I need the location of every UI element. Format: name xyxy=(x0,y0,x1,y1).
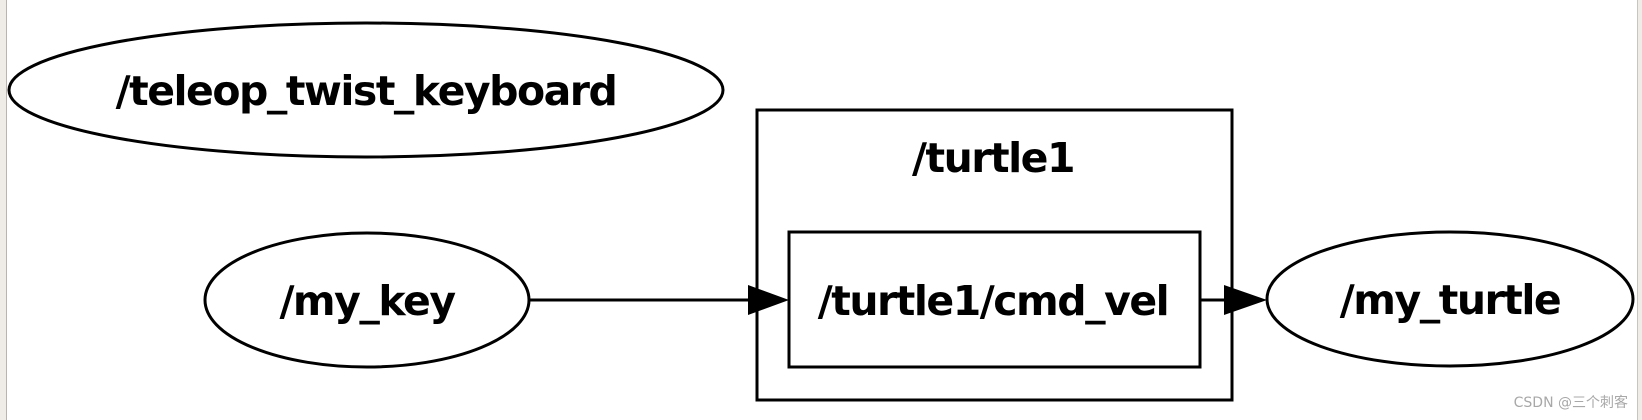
node-label-teleop: /teleop_twist_keyboard xyxy=(116,67,617,115)
arrowhead-icon xyxy=(1224,285,1267,315)
edge-cmd-vel-to-my-turtle xyxy=(1200,285,1267,315)
node-label-cmd-vel: /turtle1/cmd_vel xyxy=(818,277,1168,325)
node-my-turtle[interactable]: /my_turtle xyxy=(1265,230,1635,368)
watermark: CSDN @三个刺客 xyxy=(1513,395,1628,411)
arrowhead-icon xyxy=(748,285,789,315)
edge-my-key-to-cmd-vel xyxy=(529,285,789,315)
cluster-turtle1[interactable]: /turtle1 xyxy=(755,108,1234,402)
left-window-border xyxy=(0,0,7,420)
node-label-my-key: /my_key xyxy=(279,277,455,325)
node-my-key[interactable]: /my_key xyxy=(203,231,531,369)
right-window-border xyxy=(1637,0,1642,420)
node-ellipse xyxy=(7,21,725,159)
node-teleop-twist-keyboard[interactable]: /teleop_twist_keyboard xyxy=(7,21,725,159)
node-label-my-turtle: /my_turtle xyxy=(1340,276,1560,324)
node-turtle1-cmd-vel[interactable]: /turtle1/cmd_vel xyxy=(787,230,1202,369)
cluster-box xyxy=(755,108,1234,402)
cluster-label-turtle1: /turtle1 xyxy=(912,134,1074,182)
node-ellipse xyxy=(1265,230,1635,368)
